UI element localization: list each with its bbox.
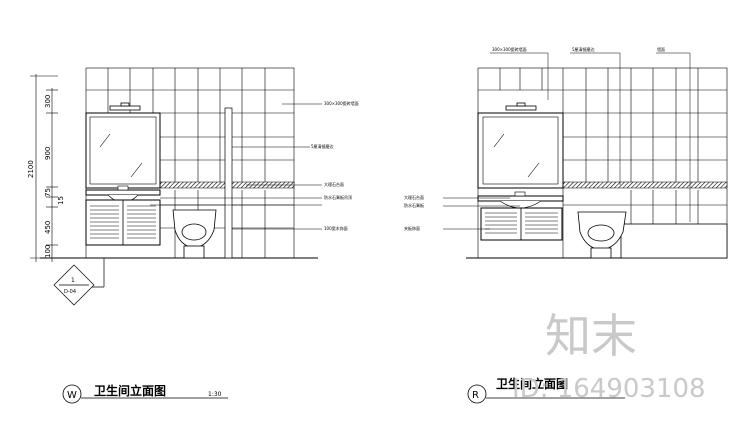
left-pipe xyxy=(224,107,233,259)
right-annotation-gypsum: 防水石膏板 xyxy=(404,202,424,208)
watermark-id-text: ID: 164903108 xyxy=(512,374,706,404)
left-mirror-lamp xyxy=(109,102,141,111)
left-dimension-6: 100 xyxy=(44,245,52,258)
right-mirror xyxy=(477,112,564,189)
watermark-logo-text: 知末 xyxy=(545,309,637,363)
left-elevation: 2100 300 900 75 15 450 100 300×300瓷砖墙面 5… xyxy=(27,67,359,404)
right-annotation-leaders xyxy=(443,52,691,230)
left-annotation-mirror: 5厘清镜磨边 xyxy=(311,143,334,149)
left-mirror xyxy=(85,112,161,189)
left-annotation-wood-trim: 100宽木饰面 xyxy=(324,225,348,231)
left-annotation-tile-wall: 300×300瓷砖墙面 xyxy=(324,100,359,106)
right-bathtub xyxy=(620,223,728,259)
left-dimension-4: 15 xyxy=(57,196,65,205)
right-elevation: 300×300瓷砖墙面 5厘清镜磨边 墙面 大理石台面 防水石膏板 夹板饰面 R… xyxy=(404,46,728,404)
left-dimension-3: 75 xyxy=(44,188,52,197)
left-dimension-2: 900 xyxy=(44,147,52,160)
left-elevation-title: 卫生间立面图 xyxy=(94,383,166,398)
right-annotation-tile-wall: 300×300瓷砖墙面 xyxy=(492,46,527,52)
left-annotation-ceiling-board: 防水石膏板吊顶 xyxy=(324,194,352,200)
right-vanity xyxy=(477,191,564,241)
right-annotation-wall: 墙面 xyxy=(657,46,665,52)
left-dimension-lines xyxy=(30,74,58,262)
left-annotation-leaders xyxy=(150,103,322,230)
left-section-marker-top: 1 xyxy=(71,277,75,284)
right-annotation-countertop: 大理石台面 xyxy=(404,194,424,200)
left-title-block xyxy=(62,384,228,404)
left-overall-dimension: 2100 xyxy=(27,160,35,178)
right-border-strip xyxy=(562,181,728,189)
right-elevation-title: 卫生间立面图 xyxy=(496,376,568,391)
left-annotation-countertop: 大理石台面 xyxy=(324,181,344,187)
left-vanity xyxy=(85,185,161,246)
right-toilet xyxy=(577,211,627,259)
right-annotation-plywood: 夹板饰面 xyxy=(404,225,420,231)
left-dimension-5: 450 xyxy=(44,221,52,234)
right-annotation-mirror: 5厘清镜磨边 xyxy=(572,46,595,52)
left-elevation-scale: 1:30 xyxy=(208,391,222,398)
left-dimension-1: 300 xyxy=(44,95,52,108)
left-section-marker-bottom: D-04 xyxy=(64,289,76,295)
right-title-block xyxy=(467,384,625,404)
left-section-marker xyxy=(53,258,105,306)
right-mirror-lamp xyxy=(505,102,537,111)
right-title-letter: R xyxy=(472,390,479,401)
watermark: 知末 ID: 164903108 xyxy=(512,309,706,404)
left-toilet xyxy=(172,209,217,259)
left-title-letter: W xyxy=(67,390,77,401)
